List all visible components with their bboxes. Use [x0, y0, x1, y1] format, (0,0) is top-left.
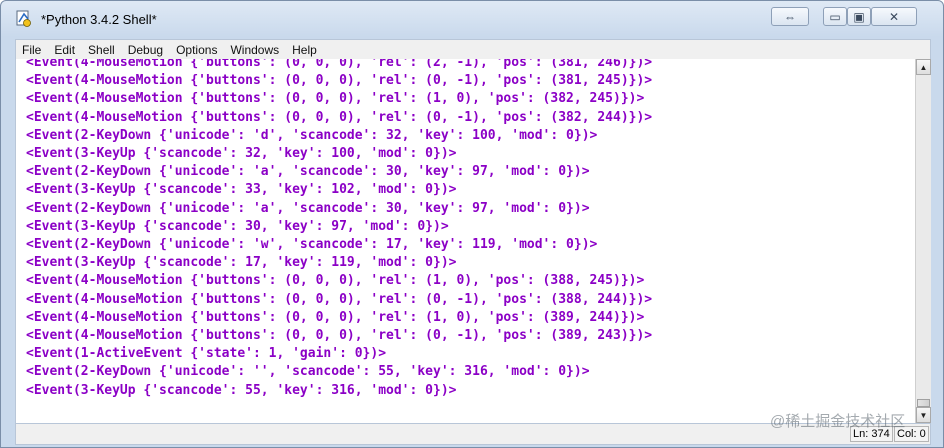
arrow-down-icon: ▼	[919, 410, 928, 420]
close-button[interactable]: ✕	[871, 7, 917, 26]
menu-bar: File Edit Shell Debug Options Windows He…	[15, 39, 931, 59]
menu-help[interactable]: Help	[292, 42, 317, 57]
output-line: <Event(4-MouseMotion {'buttons': (0, 0, …	[26, 328, 653, 344]
scroll-thumb[interactable]	[917, 399, 930, 407]
output-line: <Event(4-MouseMotion {'buttons': (0, 0, …	[26, 291, 653, 307]
title-bar[interactable]: *Python 3.4.2 Shell* ⇔ ▭ ▣ ✕	[1, 1, 943, 37]
output-line: <Event(4-MouseMotion {'buttons': (0, 0, …	[26, 59, 653, 70]
output-line: <Event(3-KeyUp {'scancode': 32, 'key': 1…	[26, 146, 457, 162]
line-number-indicator: Ln: 374	[850, 426, 893, 442]
scroll-up-button[interactable]: ▲	[916, 59, 931, 75]
column-number-indicator: Col: 0	[894, 426, 929, 442]
close-icon: ✕	[888, 9, 900, 24]
output-line: <Event(3-KeyUp {'scancode': 55, 'key': 3…	[26, 382, 457, 398]
minimize-button[interactable]: ▭	[823, 7, 847, 26]
output-line: <Event(1-ActiveEvent {'state': 1, 'gain'…	[26, 346, 387, 362]
output-line: <Event(4-MouseMotion {'buttons': (0, 0, …	[26, 273, 645, 289]
output-line: <Event(2-KeyDown {'unicode': 'a', 'scanc…	[26, 200, 590, 216]
output-line: <Event(4-MouseMotion {'buttons': (0, 0, …	[26, 73, 653, 89]
shell-output-area[interactable]: <Event(4-MouseMotion {'buttons': (0, 0, …	[15, 59, 915, 423]
watermark: @稀土掘金技术社区	[770, 413, 906, 430]
output-line: <Event(2-KeyDown {'unicode': 'd', 'scanc…	[26, 127, 598, 143]
resize-arrows-icon: ⇔	[784, 9, 796, 24]
menu-edit[interactable]: Edit	[54, 42, 76, 57]
output-line: <Event(4-MouseMotion {'buttons': (0, 0, …	[26, 91, 645, 107]
menu-windows[interactable]: Windows	[230, 42, 280, 57]
menu-options[interactable]: Options	[176, 42, 218, 57]
vertical-scrollbar[interactable]: ▲ ▼	[915, 59, 931, 423]
output-line: <Event(3-KeyUp {'scancode': 30, 'key': 9…	[26, 218, 449, 234]
maximize-button[interactable]: ▣	[847, 7, 871, 26]
output-line: <Event(2-KeyDown {'unicode': 'a', 'scanc…	[26, 164, 590, 180]
menu-debug[interactable]: Debug	[127, 42, 164, 57]
output-line: <Event(4-MouseMotion {'buttons': (0, 0, …	[26, 109, 653, 125]
python-idle-icon	[16, 10, 31, 27]
output-line: <Event(3-KeyUp {'scancode': 33, 'key': 1…	[26, 182, 457, 198]
output-line: <Event(4-MouseMotion {'buttons': (0, 0, …	[26, 309, 645, 325]
status-bar: Ln: 374 Col: 0	[15, 423, 931, 445]
menu-shell[interactable]: Shell	[88, 42, 115, 57]
output-line: <Event(2-KeyDown {'unicode': '', 'scanco…	[26, 364, 590, 380]
menu-file[interactable]: File	[22, 42, 42, 57]
minimize-icon: ▭	[829, 9, 841, 24]
arrow-up-icon: ▲	[919, 62, 928, 72]
scroll-down-button[interactable]: ▼	[916, 407, 931, 423]
output-line: <Event(2-KeyDown {'unicode': 'w', 'scanc…	[26, 237, 598, 253]
resize-toggle-button[interactable]: ⇔	[771, 7, 809, 26]
output-line: <Event(3-KeyUp {'scancode': 17, 'key': 1…	[26, 255, 457, 271]
window-title: *Python 3.4.2 Shell*	[41, 12, 157, 27]
output-lines: <Event(4-MouseMotion {'buttons': (0, 0, …	[26, 59, 652, 400]
maximize-icon: ▣	[853, 9, 865, 24]
